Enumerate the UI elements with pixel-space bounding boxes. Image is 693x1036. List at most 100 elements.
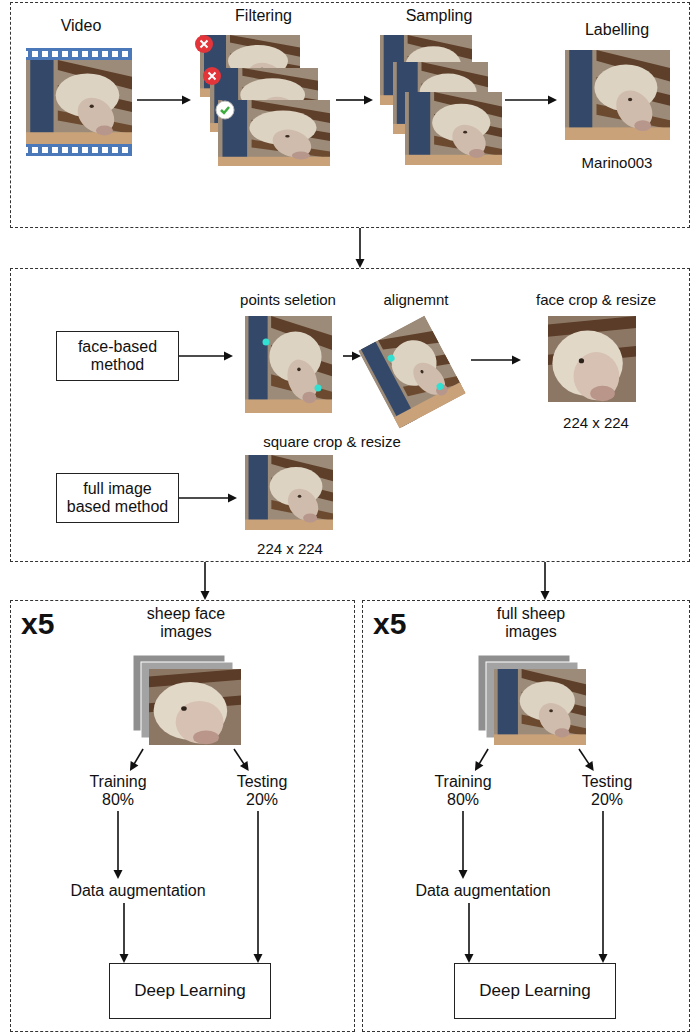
connector-line (179, 497, 229, 499)
arrow-head (465, 954, 474, 963)
landmark-dot (263, 339, 270, 346)
arrow-connector (579, 749, 594, 771)
connector-line (257, 811, 259, 955)
arrow-connector (599, 811, 608, 963)
image-frame: face crop & resize 224 x 224 (521, 291, 671, 431)
sheep-photo (358, 316, 466, 429)
arrow-head (459, 870, 468, 879)
count-label: x5 (373, 607, 406, 642)
node-text: sheep face images (126, 605, 246, 642)
node-text: full image based method (62, 480, 173, 517)
film-holes (26, 48, 132, 60)
arrow-connector (114, 811, 123, 879)
process-box: Deep Learning (454, 963, 616, 1019)
face-image-stack (133, 655, 241, 745)
node-text: Testing 20% (227, 773, 297, 810)
node-text: 224 x 224 (257, 540, 323, 557)
sheep-photo (405, 92, 502, 165)
arrow-connector (120, 903, 129, 963)
labelled-photo (565, 50, 670, 140)
image-frame: square crop & resize224 x 224 (237, 433, 427, 557)
arrow-connector (471, 356, 521, 365)
aligned-photo (358, 316, 466, 429)
connector-line (204, 562, 206, 592)
connector-line (179, 355, 225, 357)
connector-line (359, 228, 361, 260)
connector-line (479, 749, 488, 764)
accept-check (221, 107, 229, 113)
split-label: Training 80% (79, 771, 157, 811)
connector-line (579, 749, 589, 764)
node-text: Deep Learning (115, 981, 265, 1001)
node-text: face crop & resize (536, 291, 656, 308)
arrow-connector (137, 96, 191, 105)
points-photo (245, 316, 332, 413)
dashed-panel: x5 sheep face imagesTraining 80% Testing 2… (10, 600, 355, 1032)
connector-line (137, 99, 183, 101)
reject-cross (201, 41, 208, 48)
arrow-connector (356, 228, 365, 268)
split-label: Training 80% (424, 771, 502, 811)
sheep-photo (26, 60, 132, 144)
node-text: Video (61, 17, 102, 35)
sample-frame: Sampling (373, 7, 505, 171)
image-stack: sheep face images (126, 605, 246, 749)
arrow-head (228, 494, 237, 503)
process-box: Deep Learning (109, 963, 271, 1019)
arrow-connector (541, 562, 550, 600)
node-text: alignemnt (383, 291, 448, 308)
connector-line (117, 811, 119, 871)
arrow-connector (179, 494, 237, 503)
reject-mark (203, 67, 221, 85)
sheep-photo (245, 316, 332, 413)
arrow-head (224, 352, 233, 361)
connector-line (468, 903, 470, 955)
arrow-connector (475, 749, 488, 771)
arrow-head (541, 591, 550, 600)
arrow-head (585, 761, 594, 771)
landmark-dot (315, 385, 322, 392)
film-strip (26, 48, 132, 156)
arrow-head (512, 356, 521, 365)
connector-line (462, 811, 464, 871)
connector-line (336, 99, 365, 101)
filtering-photos (195, 35, 330, 166)
node-text: 224 x 224 (563, 414, 629, 431)
count-label: x5 (21, 607, 54, 642)
node-text: Data augmentation (415, 882, 550, 900)
landmark-dot (386, 353, 395, 362)
node-text: Filtering (235, 7, 292, 25)
filter-frame: Filtering (191, 7, 336, 171)
face-crop-photo (548, 316, 636, 402)
node-text: face-based method (62, 338, 173, 375)
dashed-panel: Video Filtering Sampling LabellingMarino003 (10, 2, 690, 228)
landmark-dot (435, 382, 444, 391)
node-text: Marino003 (582, 154, 653, 171)
arrow-head (182, 96, 191, 105)
arrow-connector (179, 352, 233, 361)
node-text: full sheep images (471, 605, 591, 642)
sampling-photos (380, 35, 502, 165)
split-label: Testing 20% (572, 771, 642, 811)
arrow-head (599, 954, 608, 963)
arrow-connector (505, 96, 557, 105)
split-label: Testing 20% (227, 771, 297, 811)
arrow-connector (343, 352, 361, 361)
arrow-head (364, 96, 373, 105)
arrow-head (114, 870, 123, 879)
connector-line (505, 99, 549, 101)
connector-line (234, 749, 244, 764)
image-frame: points seletion (233, 291, 343, 419)
connector-line (602, 811, 604, 955)
step-label: Data augmentation (53, 879, 223, 903)
arrow-connector (234, 749, 249, 771)
step-label: Data augmentation (398, 879, 568, 903)
label-frame: LabellingMarino003 (557, 21, 677, 171)
reject-cross (209, 73, 216, 80)
reject-mark (195, 35, 213, 53)
dashed-panel: x5 full sheep imagesTraining 80% Testing 2… (362, 600, 690, 1032)
arrow-head (201, 591, 210, 600)
arrow-head (240, 761, 249, 771)
arrow-head (548, 96, 557, 105)
sheep-photo (494, 669, 586, 745)
